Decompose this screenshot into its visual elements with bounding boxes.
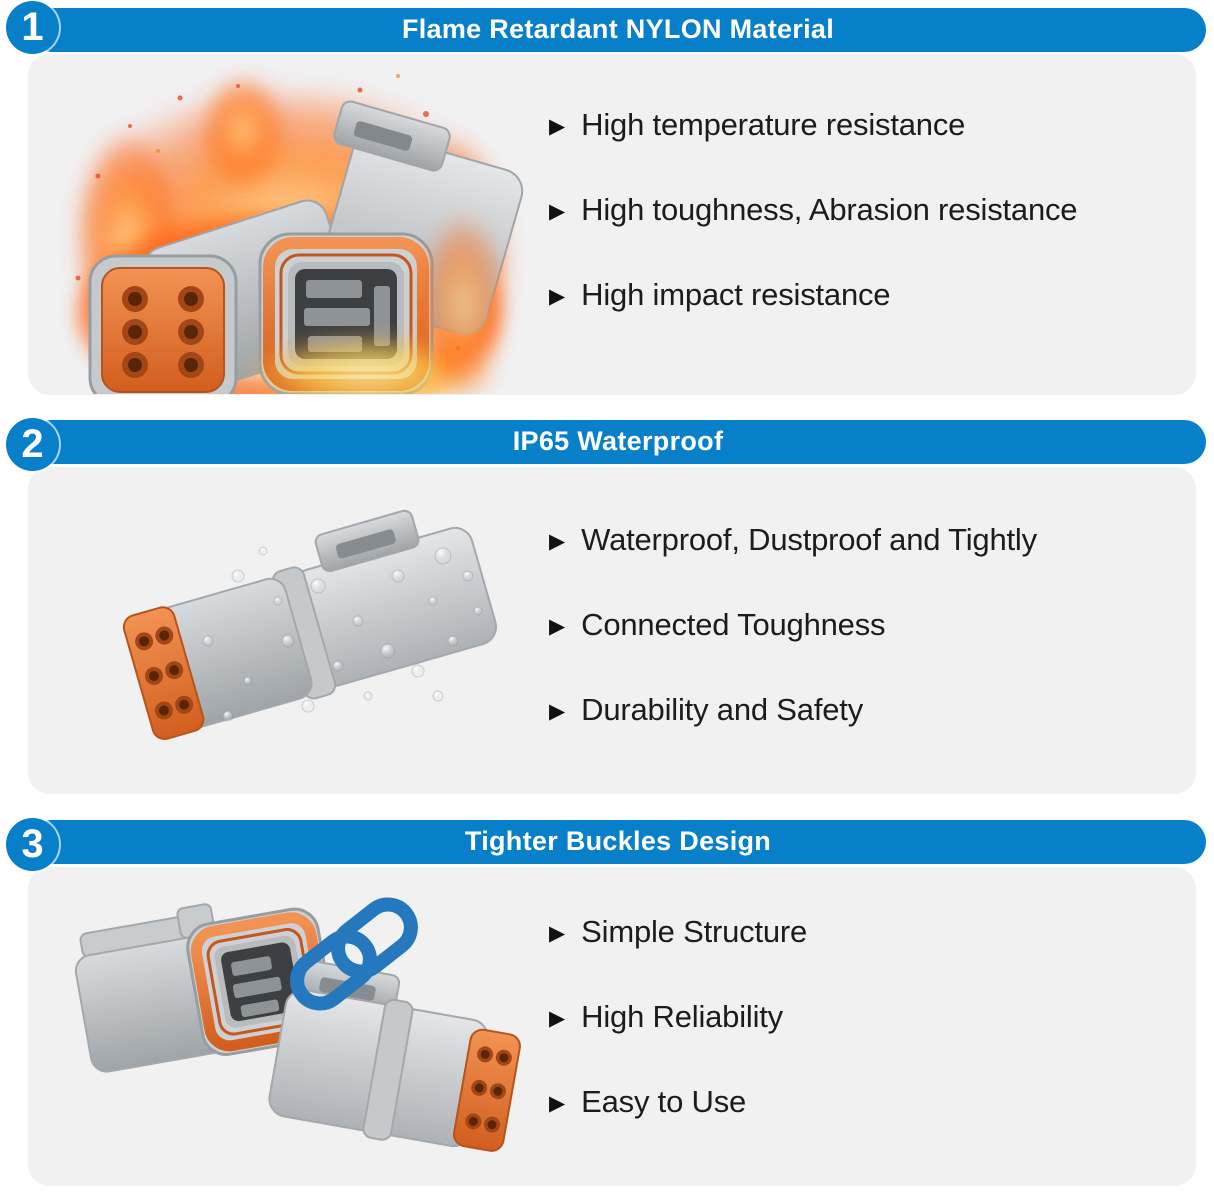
triangle-bullet-icon: ▶ <box>549 921 566 945</box>
triangle-bullet-icon: ▶ <box>549 614 566 638</box>
list-item: ▶ High impact resistance <box>549 277 1077 312</box>
section-2-bullet-list: ▶ Waterproof, Dustproof and Tightly ▶ Co… <box>549 522 1037 727</box>
list-item: ▶ Simple Structure <box>549 914 808 949</box>
section-3-panel: ▶ Simple Structure ▶ High Reliability ▶ … <box>28 867 1196 1186</box>
list-item: ▶ High temperature resistance <box>549 107 1077 142</box>
section-2-panel: ▶ Waterproof, Dustproof and Tightly ▶ Co… <box>28 467 1196 794</box>
section-1-number-badge: 1 <box>6 1 59 54</box>
section-3-header-bar: Tighter Buckles Design <box>30 820 1206 864</box>
list-item: ▶ Durability and Safety <box>549 692 1037 727</box>
buckle-connectors-image <box>74 897 521 1152</box>
bullet-label: Waterproof, Dustproof and Tightly <box>581 522 1037 557</box>
triangle-bullet-icon: ▶ <box>549 699 566 723</box>
female-connector <box>74 903 335 1073</box>
list-item: ▶ High toughness, Abrasion resistance <box>549 192 1078 227</box>
section-1-header-bar: Flame Retardant NYLON Material <box>30 8 1206 52</box>
triangle-bullet-icon: ▶ <box>549 1091 566 1115</box>
section-2-number-badge: 2 <box>6 418 59 471</box>
bullet-label: Simple Structure <box>581 914 808 949</box>
section-3-number-badge: 3 <box>6 818 59 871</box>
bullet-label: High impact resistance <box>581 277 891 312</box>
bullet-label: Easy to Use <box>581 1084 747 1119</box>
triangle-bullet-icon: ▶ <box>549 529 566 553</box>
section-1-bullet-list: ▶ High temperature resistance ▶ High tou… <box>549 107 1078 312</box>
section-2-title: IP65 Waterproof <box>512 425 724 456</box>
triangle-bullet-icon: ▶ <box>549 1006 566 1030</box>
triangle-bullet-icon: ▶ <box>549 114 566 138</box>
section-1-title: Flame Retardant NYLON Material <box>401 13 835 44</box>
connector-front-view <box>238 100 524 394</box>
list-item: ▶ Connected Toughness <box>549 607 1037 642</box>
bullet-label: Connected Toughness <box>581 607 886 642</box>
section-3-title: Tighter Buckles Design <box>464 825 772 856</box>
badge-number: 1 <box>21 5 44 49</box>
bullet-label: High Reliability <box>581 999 783 1034</box>
badge-number: 3 <box>21 822 44 866</box>
badge-number: 2 <box>21 422 44 466</box>
list-item: ▶ High Reliability <box>549 999 807 1034</box>
bullet-label: High toughness, Abrasion resistance <box>581 192 1078 227</box>
waterproof-connector-image <box>122 509 498 741</box>
section-1-panel: ▶ High temperature resistance ▶ High tou… <box>28 54 1196 395</box>
bullet-label: High temperature resistance <box>581 107 966 142</box>
list-item: ▶ Easy to Use <box>549 1084 807 1119</box>
section-3-bullet-list: ▶ Simple Structure ▶ High Reliability ▶ … <box>549 914 808 1119</box>
flame-connector-image <box>73 73 524 394</box>
connector-body <box>122 509 498 741</box>
list-item: ▶ Waterproof, Dustproof and Tightly <box>549 522 1037 557</box>
water-droplets <box>202 546 483 722</box>
triangle-bullet-icon: ▶ <box>549 199 566 223</box>
chain-link-icon <box>290 897 418 1011</box>
bullet-label: Durability and Safety <box>581 692 863 727</box>
section-2-header-bar: IP65 Waterproof <box>30 420 1206 464</box>
triangle-bullet-icon: ▶ <box>549 284 566 308</box>
